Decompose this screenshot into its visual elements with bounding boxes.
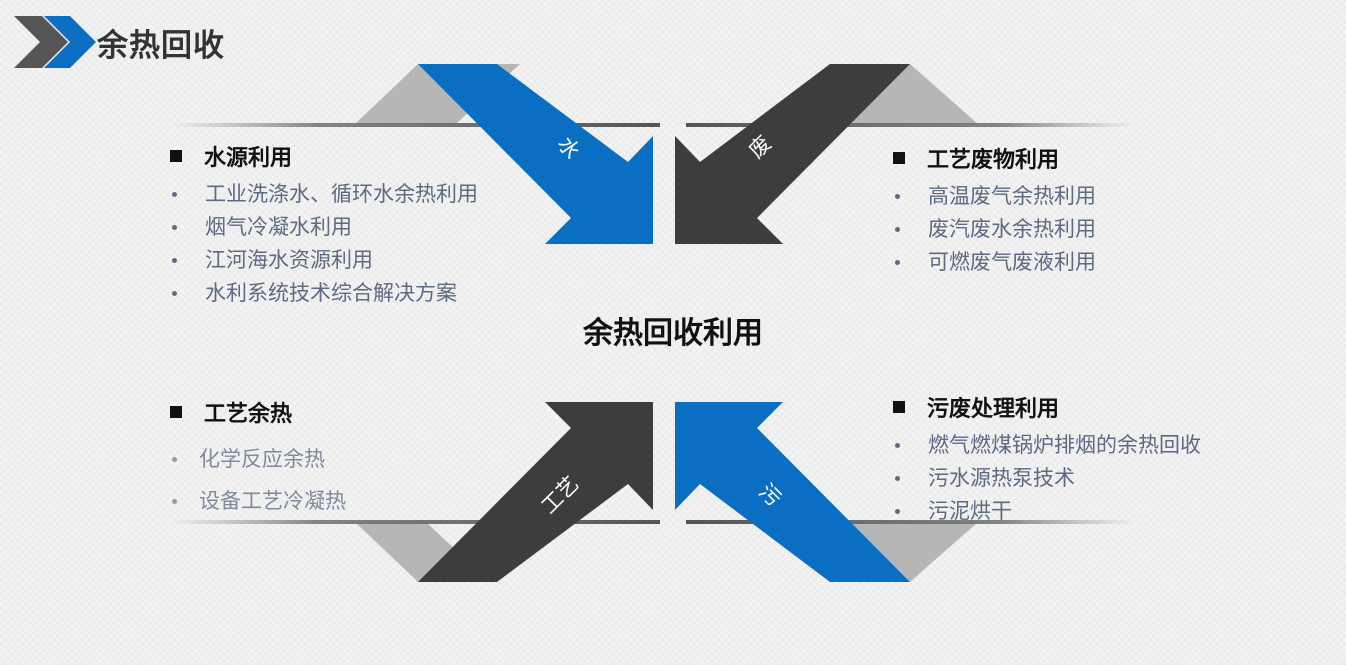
bullet-dot-icon (895, 476, 900, 481)
list-item: 工业洗涤水、循环水余热利用 (170, 178, 478, 211)
section-process-heat: 工艺余热 化学反应余热 设备工艺冷凝热 (170, 396, 346, 522)
bullet-dot-icon (172, 225, 177, 230)
list-item: 可燃废气废液利用 (893, 246, 1096, 279)
bullet-dot-icon (172, 498, 177, 504)
arrow-process: 工艺 (170, 402, 660, 582)
section-sewage-treatment: 污废处理利用 燃气燃煤锅炉排烟的余热回收 污水源热泵技术 污泥烘干 (893, 391, 1201, 528)
item-list: 化学反应余热 设备工艺冷凝热 (170, 438, 346, 522)
list-item: 废汽废水余热利用 (893, 213, 1096, 246)
list-item: 高温废气余热利用 (893, 180, 1096, 213)
bullet-dot-icon (895, 194, 900, 199)
square-bullet-icon (170, 406, 182, 418)
arrow-waste: 废 (675, 64, 1136, 244)
section-heading-text: 工艺余热 (204, 402, 293, 427)
list-item: 污泥烘干 (893, 495, 1201, 528)
bullet-dot-icon (172, 456, 177, 462)
center-title: 余热回收利用 (583, 316, 763, 351)
bullet-dot-icon (895, 260, 900, 265)
bullet-dot-icon (895, 227, 900, 232)
section-water-use: 水源利用 工业洗涤水、循环水余热利用 烟气冷凝水利用 江河海水资源利用 水利系统… (170, 140, 478, 310)
section-heading-text: 工艺废物利用 (927, 148, 1060, 173)
list-item: 设备工艺冷凝热 (170, 480, 346, 522)
arrow-sewage: 污 (675, 402, 1136, 582)
arrow-water: 水 (170, 64, 660, 244)
list-item: 燃气燃煤锅炉排烟的余热回收 (893, 429, 1201, 462)
list-item: 烟气冷凝水利用 (170, 211, 478, 244)
bullet-dot-icon (172, 291, 177, 296)
item-list: 工业洗涤水、循环水余热利用 烟气冷凝水利用 江河海水资源利用 水利系统技术综合解… (170, 178, 478, 310)
bullet-dot-icon (172, 192, 177, 197)
list-item: 江河海水资源利用 (170, 244, 478, 277)
section-heading-text: 水源利用 (204, 146, 293, 171)
bullet-dot-icon (172, 258, 177, 263)
section-heading: 工艺废物利用 (893, 142, 1096, 174)
page-title: 余热回收 (97, 28, 225, 64)
section-process-waste: 工艺废物利用 高温废气余热利用 废汽废水余热利用 可燃废气废液利用 (893, 142, 1096, 279)
list-item: 污水源热泵技术 (893, 462, 1201, 495)
square-bullet-icon (170, 150, 182, 162)
header-chevron-icon (14, 16, 96, 68)
square-bullet-icon (893, 152, 905, 164)
section-heading: 水源利用 (170, 140, 478, 172)
section-heading-text: 污废处理利用 (927, 397, 1060, 422)
square-bullet-icon (893, 401, 905, 413)
bullet-dot-icon (895, 443, 900, 448)
bullet-dot-icon (895, 509, 900, 514)
list-item: 水利系统技术综合解决方案 (170, 277, 478, 310)
item-list: 燃气燃煤锅炉排烟的余热回收 污水源热泵技术 污泥烘干 (893, 429, 1201, 528)
section-heading: 工艺余热 (170, 396, 346, 428)
list-item: 化学反应余热 (170, 438, 346, 480)
item-list: 高温废气余热利用 废汽废水余热利用 可燃废气废液利用 (893, 180, 1096, 279)
section-heading: 污废处理利用 (893, 391, 1201, 423)
